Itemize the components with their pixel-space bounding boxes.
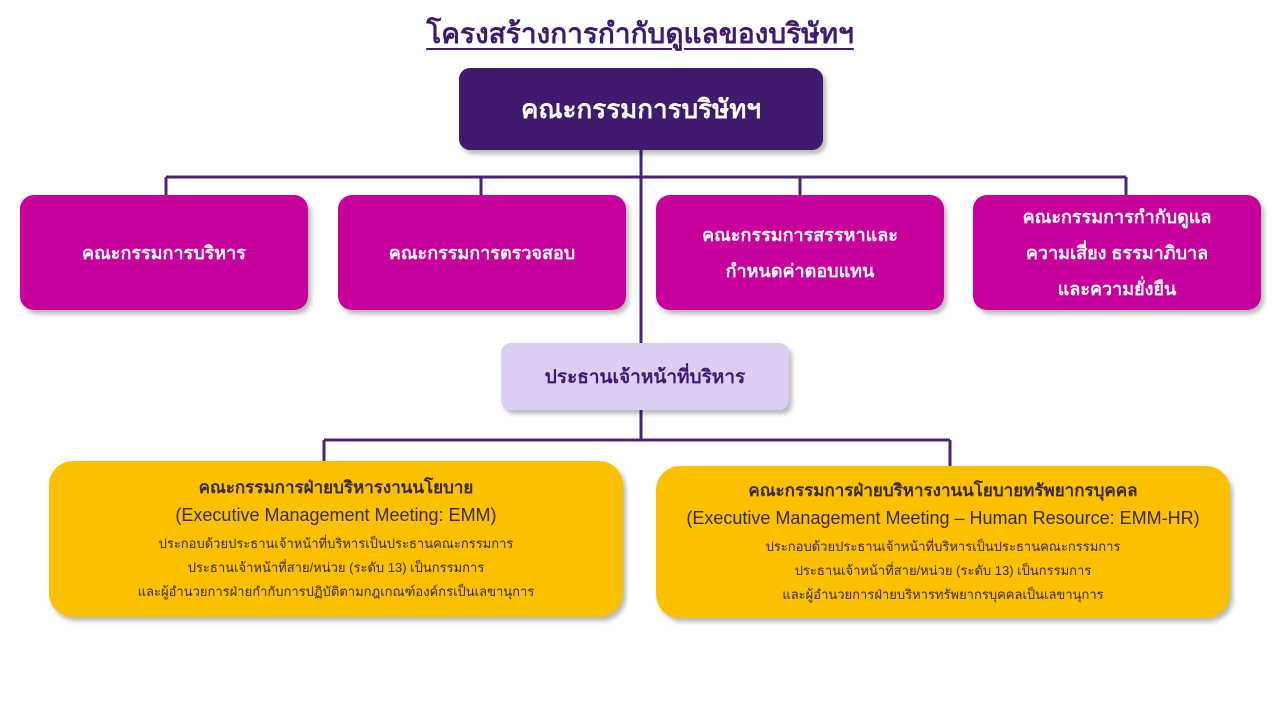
nomination-remuneration-committee-box: คณะกรรมการสรรหาและ กำหนดค่าตอบแทน (656, 195, 944, 310)
committee-4-line-3: และความยั่งยืน (1057, 278, 1177, 299)
committee-2-line-1: คณะกรรมการตรวจสอบ (388, 242, 576, 263)
audit-committee-box: คณะกรรมการตรวจสอบ (338, 195, 626, 310)
risk-governance-sustainability-committee-box: คณะกรรมการกำกับดูแล ความเสี่ยง ธรรมาภิบา… (973, 195, 1261, 310)
emm-detail-2: ประธานเจ้าหน้าที่สาย/หน่วย (ระดับ 13) เป… (187, 560, 485, 575)
page-title-text: โครงสร้างการกำกับดูแลของบริษัทฯ (426, 18, 854, 49)
emm-name: คณะกรรมการฝ่ายบริหารงานนโยบาย (198, 478, 474, 497)
emm-detail-1: ประกอบด้วยประธานเจ้าหน้าที่บริหารเป็นประ… (158, 536, 514, 551)
committee-3-line-1: คณะกรรมการสรรหาและ (702, 224, 898, 245)
committee-1-line-1: คณะกรรมการบริหาร (82, 242, 246, 263)
board-label: คณะกรรมการบริษัทฯ (521, 93, 761, 124)
emm-hr-detail-2: ประธานเจ้าหน้าที่สาย/หน่วย (ระดับ 13) เป… (794, 563, 1092, 578)
page-title: โครงสร้างการกำกับดูแลของบริษัทฯ (240, 12, 1040, 56)
emm-hr-detail-1: ประกอบด้วยประธานเจ้าหน้าที่บริหารเป็นประ… (765, 539, 1121, 554)
emm-hr-detail-3: และผู้อำนวยการฝ่ายบริหารทรัพยากรบุคคลเป็… (782, 587, 1104, 602)
committee-4-line-1: คณะกรรมการกำกับดูแล (1022, 206, 1212, 227)
committee-3-line-2: กำหนดค่าตอบแทน (725, 260, 875, 281)
ceo-label: ประธานเจ้าหน้าที่บริหาร (544, 366, 746, 388)
executive-committee-box: คณะกรรมการบริหาร (20, 195, 308, 310)
emm-hr-english-name: (Executive Management Meeting – Human Re… (686, 508, 1200, 528)
emm-detail-3: และผู้อำนวยการฝ่ายกำกับการปฏิบัติตามกฎเก… (137, 584, 535, 599)
board-of-directors-box: คณะกรรมการบริษัทฯ (459, 68, 823, 150)
emm-hr-committee-box: คณะกรรมการฝ่ายบริหารงานนโยบายทรัพยากรบุค… (656, 466, 1230, 618)
emm-committee-box: คณะกรรมการฝ่ายบริหารงานนโยบาย (Executive… (49, 461, 623, 617)
committee-4-line-2: ความเสี่ยง ธรรมาภิบาล (1025, 242, 1209, 263)
emm-hr-name: คณะกรรมการฝ่ายบริหารงานนโยบายทรัพยากรบุค… (748, 481, 1138, 500)
ceo-box: ประธานเจ้าหน้าที่บริหาร (501, 343, 789, 410)
emm-english-name: (Executive Management Meeting: EMM) (175, 505, 497, 525)
